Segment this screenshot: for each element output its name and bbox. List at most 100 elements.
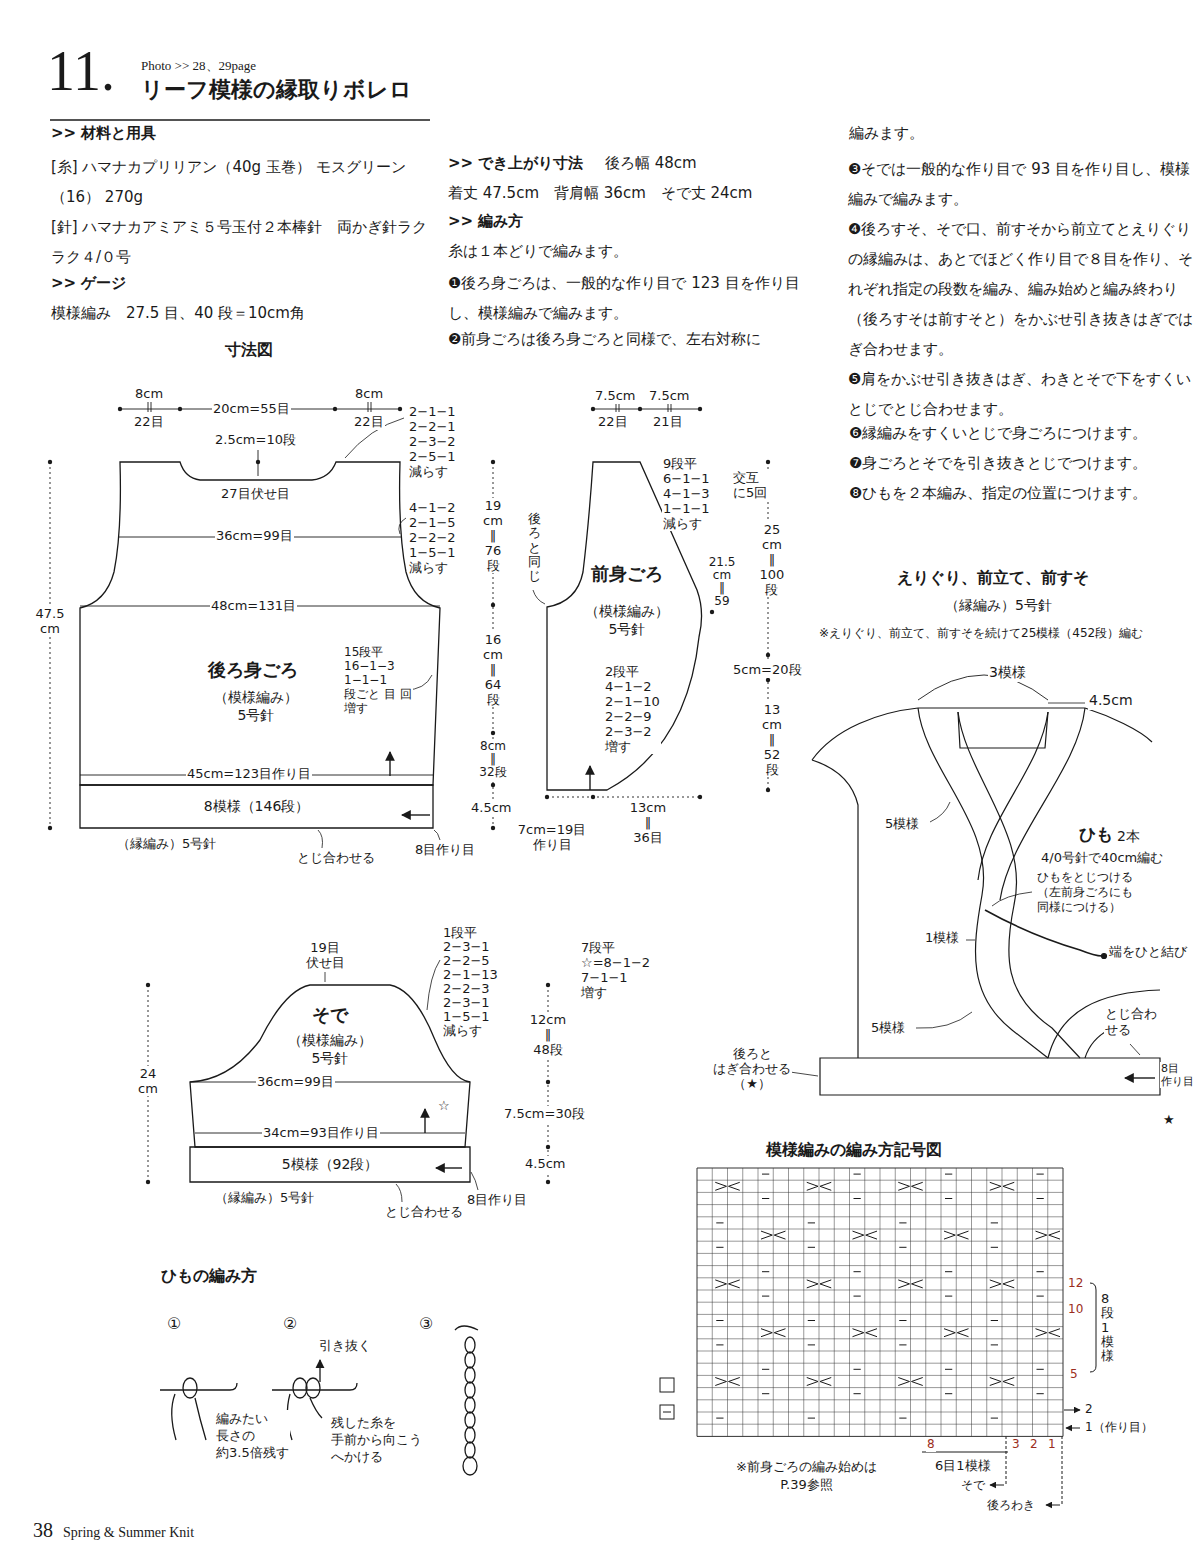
text-line: 15段平 xyxy=(344,645,412,659)
leader-line xyxy=(930,802,950,822)
stitch-chart xyxy=(697,1204,1063,1205)
stitch-chart xyxy=(945,1198,952,1199)
text-line: 1−1−1 xyxy=(344,673,412,687)
text-line: 残した糸を xyxy=(331,1414,422,1431)
leader-line xyxy=(1048,703,1085,704)
stitch-chart xyxy=(1036,1329,1061,1337)
chart-frame xyxy=(1006,1436,1007,1485)
stitch-chart xyxy=(716,1222,723,1223)
text-line: （模様編み） xyxy=(214,688,298,706)
annotation: [糸] ハマナカプリリアン（40g 玉巻） モスグリーン（16） 270g xyxy=(50,152,438,212)
annotation: 19 cm ‖ 76 段 xyxy=(482,498,504,573)
stitch-chart xyxy=(1036,1231,1061,1239)
stitch-chart xyxy=(991,1418,998,1419)
stitch-chart xyxy=(697,1277,1063,1278)
annotation: 後ろ幅 48cm xyxy=(604,154,698,173)
annotation: 後ろと はぎ合わせる （★） xyxy=(712,1046,792,1091)
stitch-chart xyxy=(945,1271,952,1272)
text-line: （模様編み） xyxy=(585,602,669,620)
stitch-chart xyxy=(899,1247,906,1248)
stitch-chart xyxy=(807,1182,832,1190)
stitch-chart xyxy=(945,1393,952,1394)
stitch-chart xyxy=(697,1180,1063,1181)
piece-label: （模様編み） 5号針 xyxy=(585,602,669,638)
dimension-dot xyxy=(146,1180,150,1184)
stitch-chart xyxy=(853,1231,878,1239)
annotation: 5模様 xyxy=(884,816,920,832)
text-line: 段 xyxy=(483,558,503,573)
text-line: 2−3−2 xyxy=(409,434,456,449)
dimension-dot xyxy=(491,460,495,464)
title-rule xyxy=(50,120,430,121)
stitch-chart xyxy=(991,1344,998,1345)
annotation: 36cm=99目 xyxy=(256,1074,335,1090)
stitch-chart xyxy=(762,1198,769,1199)
dimension-dot xyxy=(766,788,770,792)
leader-line xyxy=(533,590,545,604)
text-line: 約3.5倍残す xyxy=(216,1444,289,1461)
text-line: （模様編み） xyxy=(288,1031,372,1049)
annotation: 38 xyxy=(32,1518,54,1543)
annotation: 36cm=99目 xyxy=(215,528,294,544)
cord-illustration xyxy=(465,1337,475,1353)
annotation: 5 xyxy=(1069,1367,1079,1382)
annotation: >> でき上がり寸法 xyxy=(447,154,584,173)
dimension-dot xyxy=(146,983,150,987)
stitch-chart xyxy=(697,1265,1063,1266)
text-line: 2−3−1 xyxy=(443,996,498,1010)
text-line: 伏せ目 xyxy=(306,955,345,970)
chart-frame xyxy=(1064,1410,1080,1411)
text-line: はぎ合わせる xyxy=(713,1061,791,1076)
text-line: 1−5−1 xyxy=(409,545,456,560)
title-rule xyxy=(50,119,430,121)
chart-frame xyxy=(1090,1283,1096,1372)
text-line: 4−1−3 xyxy=(663,486,710,501)
annotation: 残した糸を 手前から向こう へかける xyxy=(330,1414,423,1465)
stitch-chart xyxy=(715,1182,740,1190)
stitch-chart xyxy=(697,1387,1063,1388)
annotation: 2−1−1 2−2−1 2−3−2 2−5−1 減らす xyxy=(408,404,457,479)
stitch-chart xyxy=(697,1314,1063,1315)
chart-frame xyxy=(1046,1505,1060,1506)
text-line: 長さの xyxy=(216,1427,289,1444)
cord-illustration xyxy=(465,1367,475,1383)
cord-illustration xyxy=(310,1398,322,1418)
annotation: 47.5 cm xyxy=(35,606,66,636)
text-line: 2−2−2 xyxy=(409,530,456,545)
stitch-chart xyxy=(854,1369,861,1370)
dimension-line xyxy=(547,797,700,798)
dimension-dot xyxy=(591,795,595,799)
chart-frame xyxy=(660,1405,674,1419)
cord-illustration xyxy=(293,1378,307,1398)
annotation: 5cm=20段 xyxy=(732,662,803,678)
annotation: 12 xyxy=(1067,1276,1084,1291)
text-line: 減らす xyxy=(443,1024,498,1038)
text-line: 6−1−1 xyxy=(663,471,710,486)
cord-illustration xyxy=(465,1442,475,1458)
bolero-illustration xyxy=(918,675,1048,700)
text-line: 21.5 xyxy=(709,556,736,569)
text-line: P.39参照 xyxy=(736,1476,877,1494)
annotation: 7.5cm xyxy=(594,388,637,404)
annotation: 20cm=55目 xyxy=(212,401,291,417)
stitch-chart xyxy=(945,1296,952,1297)
chart-frame xyxy=(1062,1436,1063,1505)
annotation: 8目作り目 xyxy=(414,842,476,858)
direction-arrow xyxy=(402,814,430,815)
piece-label: 後ろ身ごろ xyxy=(208,658,298,681)
annotation: 8段1模様 xyxy=(1100,1292,1115,1363)
stitch-chart xyxy=(762,1296,769,1297)
stitch-chart xyxy=(716,1344,723,1345)
text-line: 13 xyxy=(762,702,782,717)
annotation: ③ xyxy=(418,1314,434,1334)
annotation: 8目 作り目 xyxy=(1160,1062,1195,1088)
leader-line xyxy=(916,1012,972,1028)
text-line: 増す xyxy=(344,701,412,715)
annotation: 1模様 xyxy=(924,930,960,946)
stitch-chart xyxy=(697,1302,1063,1303)
text-line: cm xyxy=(36,621,65,636)
text-line: 59 xyxy=(709,595,736,608)
stitch-chart xyxy=(990,1280,1015,1288)
annotation: ※前身ごろの編み始めは P.39参照 xyxy=(735,1458,878,1494)
annotation: えりぐり、前立て、前すそ xyxy=(896,568,1090,588)
